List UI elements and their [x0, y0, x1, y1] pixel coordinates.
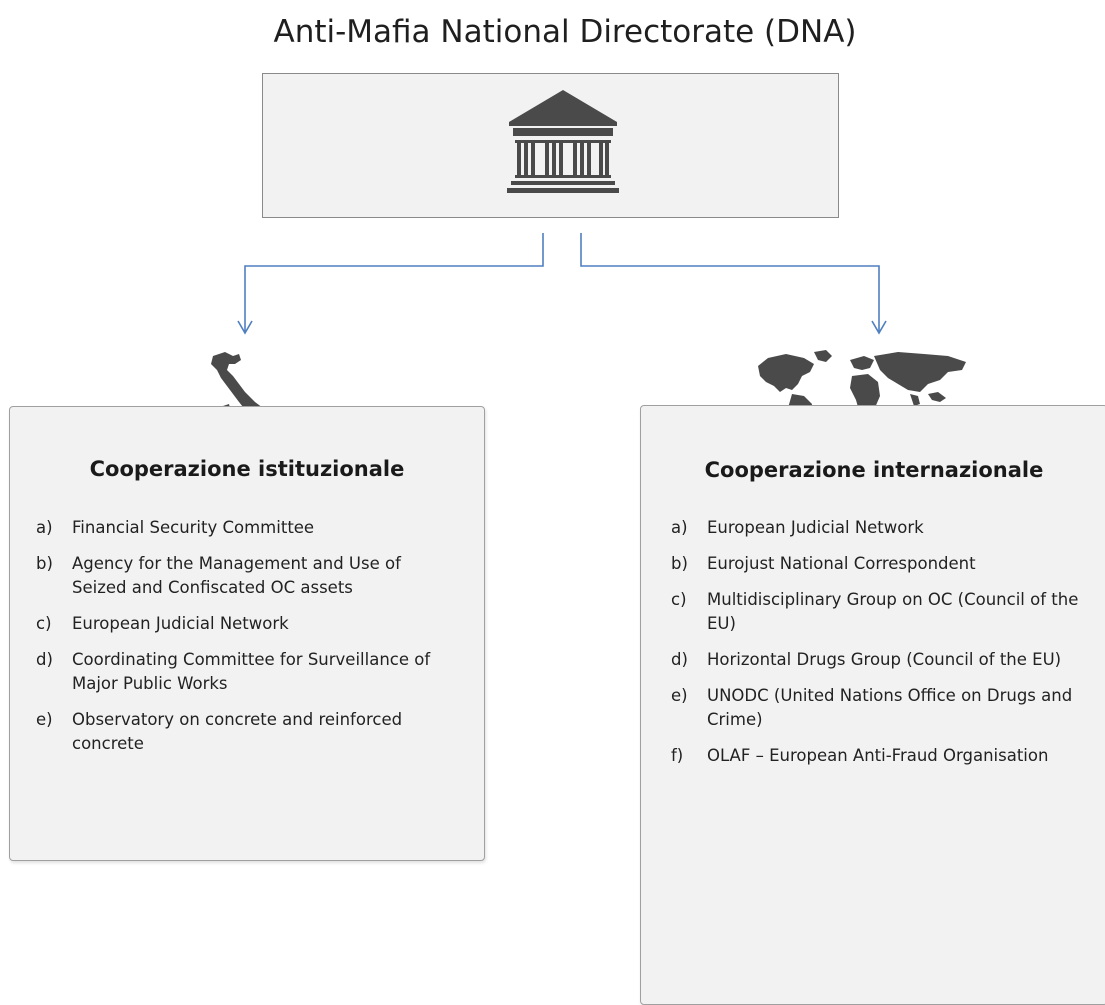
list-item-text: OLAF – European Anti-Fraud Organisation — [707, 746, 1049, 765]
list-item-text: European Judicial Network — [707, 518, 924, 537]
list-item-text: Agency for the Management and Use of Sei… — [72, 554, 401, 597]
institutional-cooperation-panel: Cooperazione istituzionale a) Financial … — [9, 406, 485, 861]
list-item-text: Observatory on concrete and reinforced c… — [72, 710, 403, 753]
list-item-text: Eurojust National Correspondent — [707, 554, 976, 573]
dna-box — [262, 73, 839, 218]
list-item-marker: b) — [671, 554, 688, 573]
institutional-cooperation-list: a) Financial Security Committee b) Agenc… — [36, 516, 456, 768]
list-item-marker: c) — [671, 590, 687, 609]
list-item-text: UNODC (United Nations Office on Drugs an… — [707, 686, 1073, 729]
list-item: c) Multidisciplinary Group on OC (Counci… — [671, 588, 1089, 636]
list-item-marker: d) — [36, 650, 53, 669]
list-item: e) UNODC (United Nations Office on Drugs… — [671, 684, 1089, 732]
list-item-text: European Judicial Network — [72, 614, 289, 633]
arrowhead-right — [871, 320, 887, 335]
list-item: a) Financial Security Committee — [36, 516, 456, 540]
list-item: d) Coordinating Committee for Surveillan… — [36, 648, 456, 696]
list-item: e) Observatory on concrete and reinforce… — [36, 708, 456, 756]
connector-left — [244, 233, 544, 333]
list-item: b) Agency for the Management and Use of … — [36, 552, 456, 600]
list-item-text: Financial Security Committee — [72, 518, 315, 537]
list-item-marker: b) — [36, 554, 53, 573]
list-item-marker: d) — [671, 650, 688, 669]
international-cooperation-list: a) European Judicial Network b) Eurojust… — [671, 516, 1089, 780]
list-item-marker: e) — [671, 686, 688, 705]
list-item: a) European Judicial Network — [671, 516, 1089, 540]
list-item: d) Horizontal Drugs Group (Council of th… — [671, 648, 1089, 672]
list-item-text: Multidisciplinary Group on OC (Council o… — [707, 590, 1079, 633]
institutional-cooperation-title: Cooperazione istituzionale — [89, 457, 405, 481]
connector-right — [580, 233, 880, 333]
list-item-marker: a) — [36, 518, 53, 537]
international-cooperation-panel: Cooperazione internazionale a) European … — [640, 405, 1105, 1005]
list-item-marker: e) — [36, 710, 53, 729]
arrowhead-left — [237, 320, 253, 335]
list-item-marker: a) — [671, 518, 688, 537]
international-cooperation-title: Cooperazione internazionale — [704, 458, 1044, 482]
list-item-marker: f) — [671, 746, 684, 765]
diagram-title: Anti-Mafia National Directorate (DNA) — [273, 14, 857, 50]
list-item-text: Coordinating Committee for Surveillance … — [72, 650, 431, 693]
list-item: f) OLAF – European Anti-Fraud Organisati… — [671, 744, 1089, 768]
list-item: c) European Judicial Network — [36, 612, 456, 636]
list-item-marker: c) — [36, 614, 52, 633]
list-item: b) Eurojust National Correspondent — [671, 552, 1089, 576]
list-item-text: Horizontal Drugs Group (Council of the E… — [707, 650, 1062, 669]
courthouse-icon — [507, 90, 619, 193]
